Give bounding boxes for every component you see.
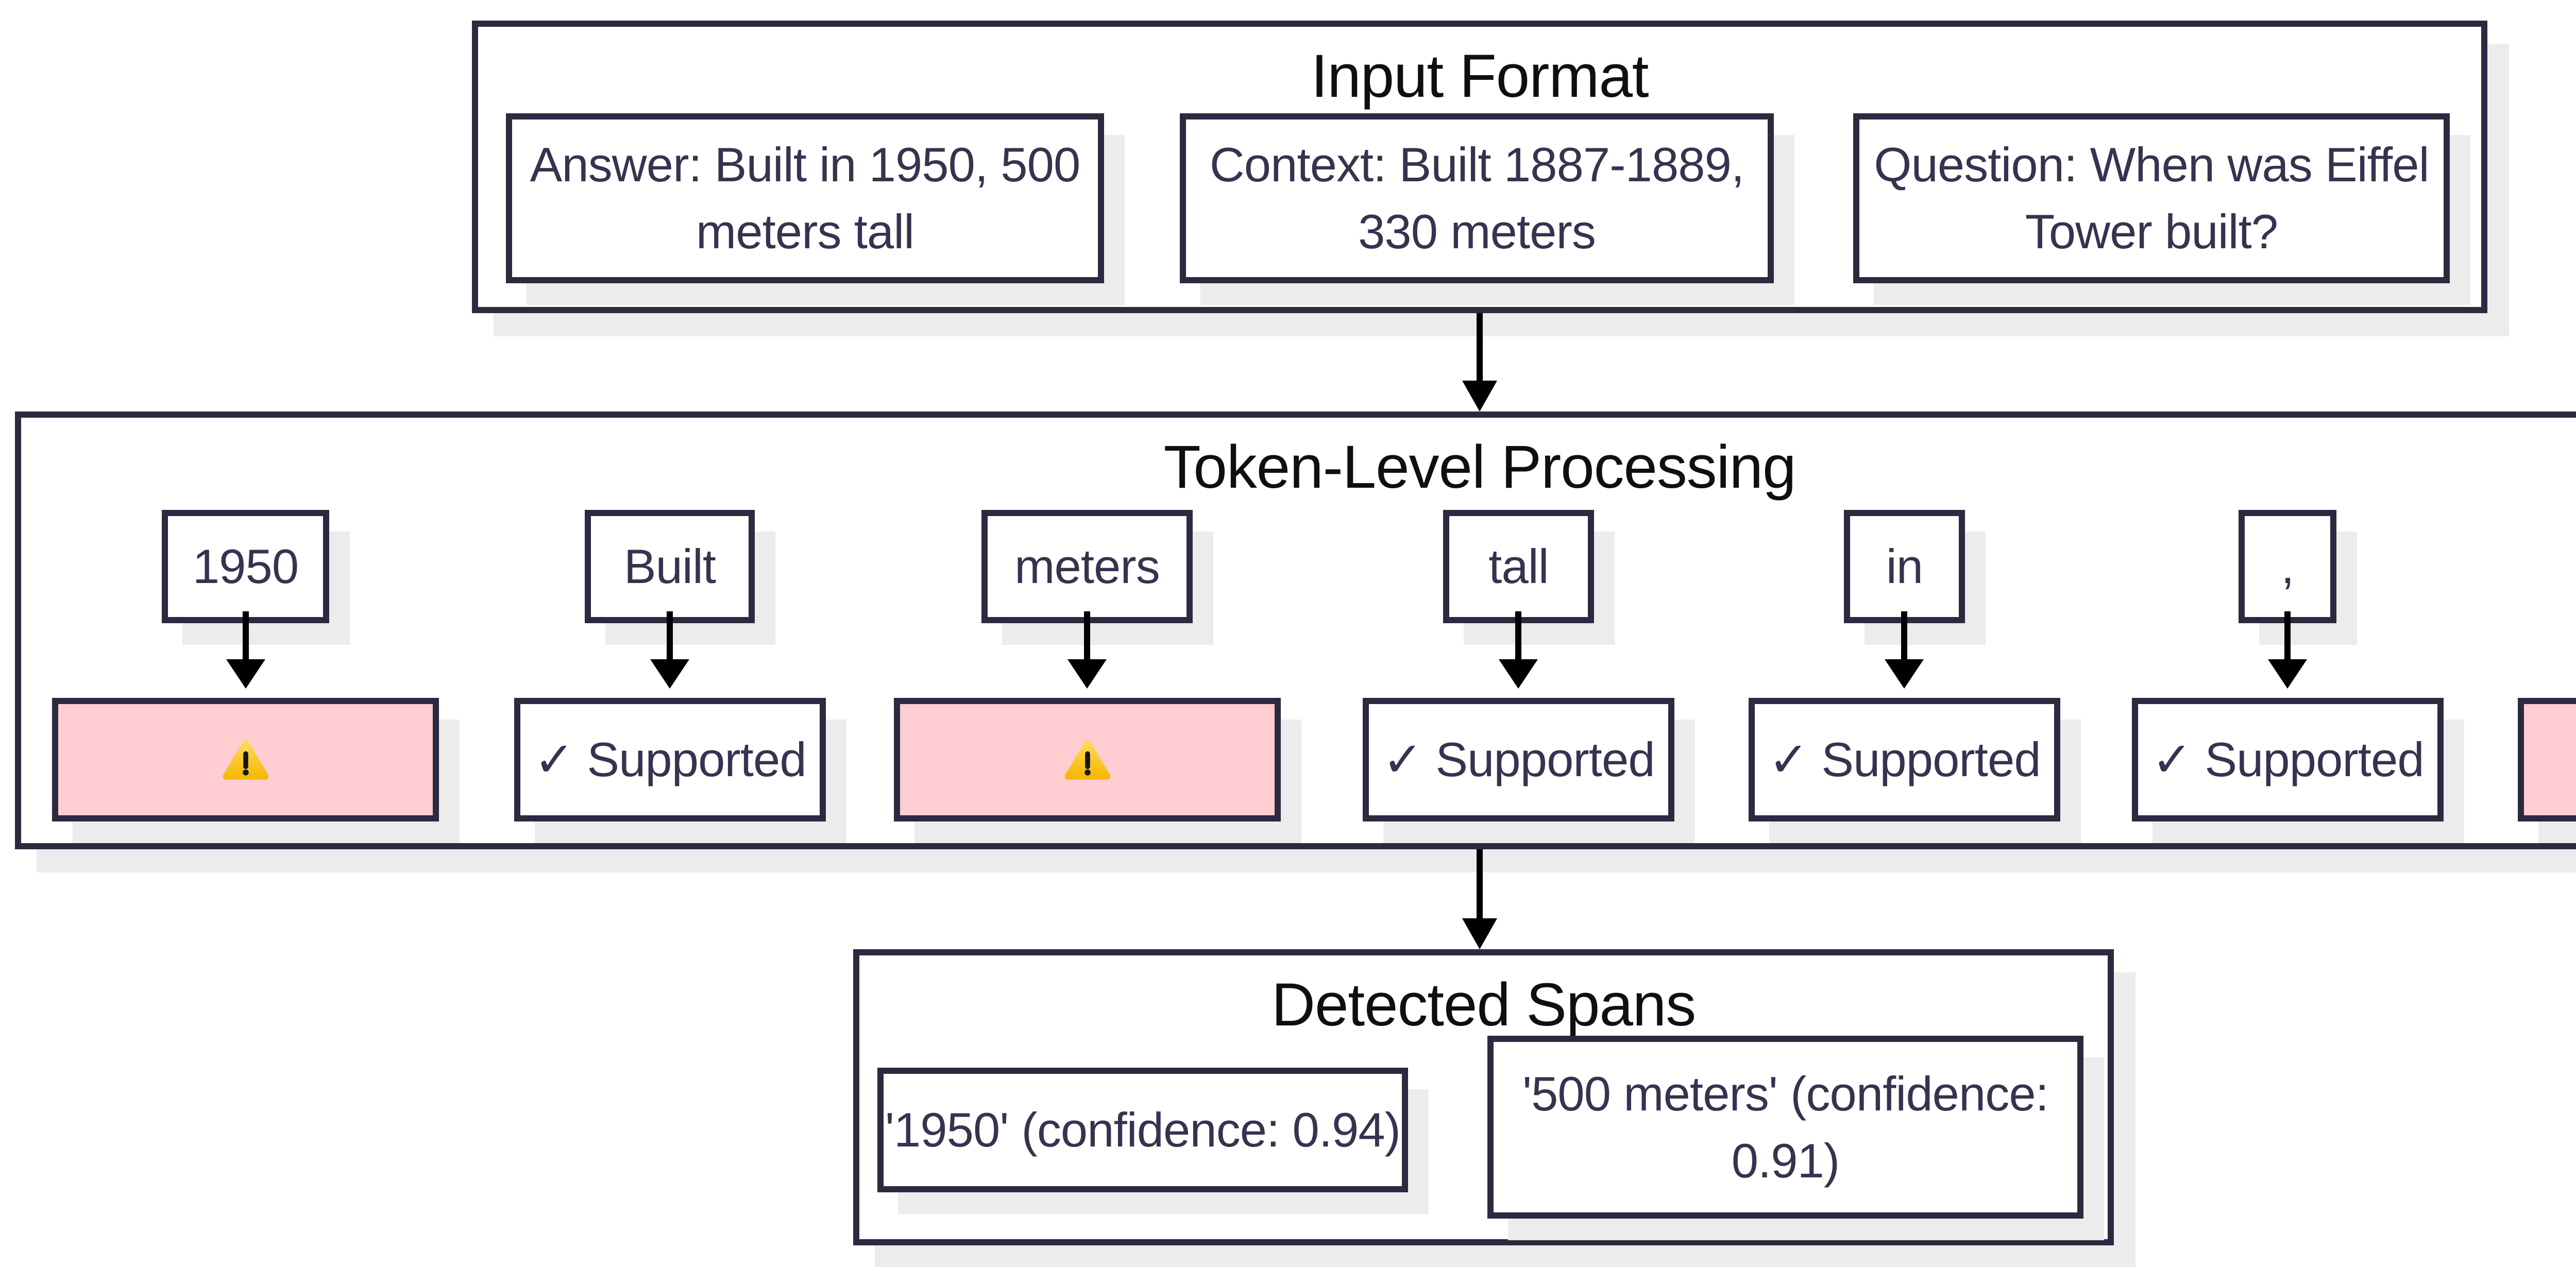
answer-node: Answer: Built in 1950, 500 meters tall xyxy=(506,113,1104,283)
status-node-1950-warning xyxy=(52,698,439,821)
detected-spans-container: Detected Spans '1950' (confidence: 0.94)… xyxy=(853,949,2114,1245)
arrow-input-to-tokens-icon xyxy=(1462,313,1497,412)
token-text: Built xyxy=(623,539,716,594)
status-node-comma-supported: ✓ Supported xyxy=(2132,698,2444,821)
question-node: Question: When was Eiffel Tower built? xyxy=(1853,113,2450,283)
arrow-comma-icon xyxy=(2268,611,2307,689)
status-node-meters-warning xyxy=(894,698,1281,821)
arrow-1950-icon xyxy=(226,611,265,689)
supported-label: ✓ Supported xyxy=(1768,732,2041,787)
question-text: Question: When was Eiffel Tower built? xyxy=(1874,138,2429,259)
token-node-1950: 1950 xyxy=(162,510,329,623)
arrow-built-icon xyxy=(650,611,689,689)
status-node-500-warning xyxy=(2518,698,2576,821)
supported-label: ✓ Supported xyxy=(1382,732,1655,787)
status-node-tall-supported: ✓ Supported xyxy=(1363,698,1674,821)
token-text: , xyxy=(2281,539,2294,594)
answer-text: Answer: Built in 1950, 500 meters tall xyxy=(530,138,1081,259)
token-processing-container: Token-Level Processing 1950 Built ✓ Supp… xyxy=(15,412,2576,849)
span-node-1950: '1950' (confidence: 0.94) xyxy=(877,1068,1408,1192)
span-500-meters-text: '500 meters' (confidence: 0.91) xyxy=(1522,1066,2049,1188)
warning-icon xyxy=(1064,740,1110,780)
span-node-500-meters: '500 meters' (confidence: 0.91) xyxy=(1487,1036,2083,1219)
arrow-tall-icon xyxy=(1499,611,1538,689)
token-processing-title: Token-Level Processing xyxy=(1163,433,1797,501)
token-node-comma: , xyxy=(2239,510,2336,623)
token-node-tall: tall xyxy=(1443,510,1594,623)
arrow-meters-icon xyxy=(1067,611,1107,689)
supported-label: ✓ Supported xyxy=(534,732,806,787)
supported-label: ✓ Supported xyxy=(2151,732,2424,787)
input-format-title: Input Format xyxy=(1311,42,1649,110)
detected-spans-title: Detected Spans xyxy=(1271,971,1696,1039)
token-node-built: Built xyxy=(585,510,755,623)
token-node-meters: meters xyxy=(981,510,1193,623)
input-format-container: Input Format Answer: Built in 1950, 500 … xyxy=(472,21,2487,313)
token-text: in xyxy=(1886,539,1923,594)
context-text: Context: Built 1887-1889, 330 meters xyxy=(1209,138,1744,259)
span-1950-text: '1950' (confidence: 0.94) xyxy=(885,1103,1401,1157)
context-node: Context: Built 1887-1889, 330 meters xyxy=(1180,113,1774,283)
token-text: meters xyxy=(1014,539,1160,594)
status-node-built-supported: ✓ Supported xyxy=(514,698,826,821)
token-text: 1950 xyxy=(192,539,299,594)
token-text: tall xyxy=(1488,539,1549,594)
arrow-tokens-to-spans-icon xyxy=(1462,849,1497,949)
status-node-in-supported: ✓ Supported xyxy=(1749,698,2060,821)
token-node-in: in xyxy=(1844,510,1965,623)
arrow-in-icon xyxy=(1885,611,1924,689)
warning-icon xyxy=(223,740,268,780)
